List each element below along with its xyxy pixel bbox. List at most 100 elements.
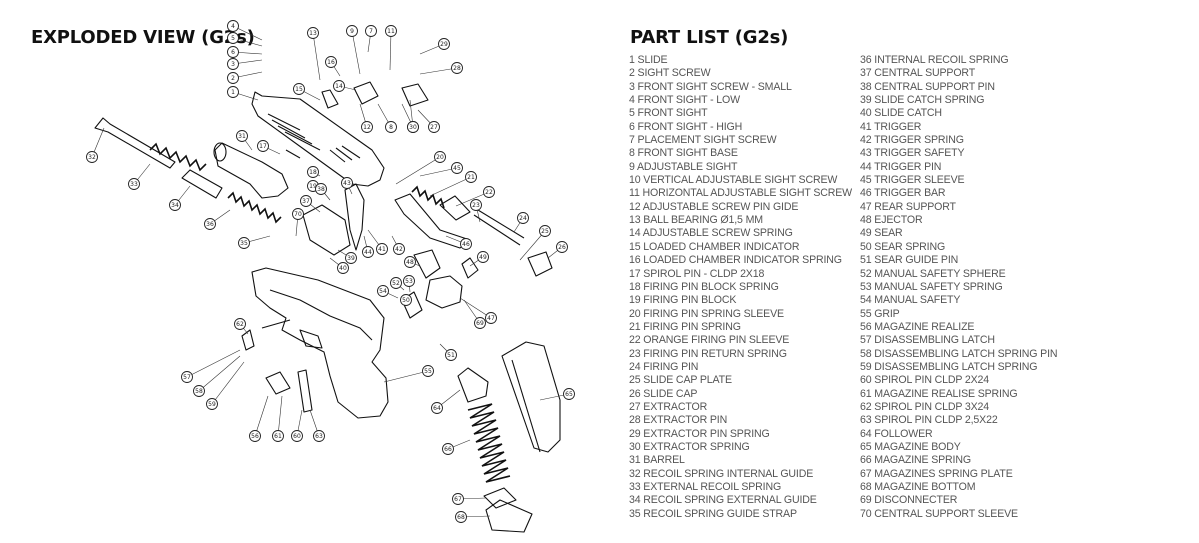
callout-number: 18 bbox=[309, 169, 317, 176]
callout-22: 22 bbox=[483, 186, 495, 198]
part-list-item: 45 TRIGGER SLEEVE bbox=[860, 174, 965, 187]
callout-circle bbox=[341, 177, 353, 189]
callout-number: 16 bbox=[327, 59, 335, 66]
callout-circle bbox=[292, 208, 304, 220]
callout-number: 40 bbox=[339, 265, 347, 272]
part-list-item: 12 ADJUSTABLE SCREW PIN GIDE bbox=[629, 200, 799, 213]
part-list-item: 59 DISASSEMBLING LATCH SPRING bbox=[860, 360, 1038, 373]
callout-circle bbox=[385, 121, 397, 133]
callout-circle bbox=[556, 241, 568, 253]
part-list-item: 22 ORANGE FIRING PIN SLEEVE bbox=[629, 334, 790, 347]
callout-number: 7 bbox=[369, 28, 373, 35]
part-list-item: 30 EXTRACTOR SPRING bbox=[629, 440, 750, 453]
part-list-item: 62 SPIROL PIN CLDP 3X24 bbox=[860, 400, 990, 413]
callout-circle bbox=[206, 398, 218, 410]
callout-circle bbox=[431, 402, 443, 414]
callout-circle bbox=[257, 140, 269, 152]
callout-circle bbox=[477, 251, 489, 263]
callout-number: 49 bbox=[479, 254, 487, 261]
magazine-body bbox=[501, 341, 561, 453]
callout-circle bbox=[238, 237, 250, 249]
callout-57: 57 bbox=[181, 371, 193, 383]
part-list-item: 25 SLIDE CAP PLATE bbox=[629, 374, 732, 387]
callout-leader-line bbox=[519, 230, 546, 261]
part-list-item: 51 SEAR GUIDE PIN bbox=[860, 254, 959, 267]
callout-25: 25 bbox=[539, 225, 551, 237]
recoil-spring-guide bbox=[181, 169, 223, 199]
callout-63: 63 bbox=[313, 430, 325, 442]
callout-number: 48 bbox=[406, 259, 414, 266]
callout-6: 6 bbox=[227, 46, 239, 58]
callout-number: 24 bbox=[519, 215, 527, 222]
callout-68: 68 bbox=[455, 511, 467, 523]
callout-leader-line bbox=[455, 191, 490, 207]
callout-circle bbox=[249, 430, 261, 442]
part-list-item: 5 FRONT SIGHT bbox=[629, 107, 708, 120]
callout-number: 42 bbox=[395, 246, 403, 253]
part-list-item: 57 DISASSEMBLING LATCH bbox=[860, 334, 995, 347]
callout-number: 53 bbox=[405, 278, 413, 285]
callout-number: 68 bbox=[457, 514, 465, 521]
follower bbox=[457, 367, 489, 403]
callout-67: 67 bbox=[452, 493, 464, 505]
callout-number: 27 bbox=[430, 124, 438, 131]
callout-leader-line bbox=[429, 176, 472, 197]
callout-leader-line bbox=[419, 167, 458, 177]
callout-number: 66 bbox=[444, 446, 452, 453]
part-list-item: 19 FIRING PIN BLOCK bbox=[629, 294, 737, 307]
part-list-item: 21 FIRING PIN SPRING bbox=[629, 320, 741, 333]
part-list-item: 61 MAGAZINE REALISE SPRING bbox=[860, 387, 1018, 400]
callout-circle bbox=[460, 238, 472, 250]
central-support bbox=[302, 204, 351, 256]
callout-circle bbox=[465, 171, 477, 183]
callout-number: 25 bbox=[541, 228, 549, 235]
callout-number: 8 bbox=[389, 124, 393, 131]
callout-circle bbox=[452, 493, 464, 505]
part-list-item: 35 RECOIL SPRING GUIDE STRAP bbox=[629, 507, 797, 520]
part-list-item: 36 INTERNAL RECOIL SPRING bbox=[860, 54, 1009, 66]
callout-64: 64 bbox=[431, 402, 443, 414]
callout-number: 41 bbox=[378, 246, 386, 253]
callout-24: 24 bbox=[517, 212, 529, 224]
callout-number: 62 bbox=[236, 321, 244, 328]
callout-38: 38 bbox=[315, 183, 327, 195]
callout-circle bbox=[86, 151, 98, 163]
callout-circle bbox=[236, 130, 248, 142]
callout-circle bbox=[393, 243, 405, 255]
callout-circle bbox=[474, 317, 486, 329]
callout-circle bbox=[204, 218, 216, 230]
callout-51: 51 bbox=[445, 349, 457, 361]
frame-drawing bbox=[251, 267, 389, 419]
callout-number: 65 bbox=[565, 391, 573, 398]
callout-number: 43 bbox=[343, 180, 351, 187]
callout-circle bbox=[234, 318, 246, 330]
callout-58: 58 bbox=[193, 385, 205, 397]
part-list-item: 9 ADJUSTABLE SIGHT bbox=[629, 160, 738, 173]
callout-circle bbox=[404, 256, 416, 268]
callout-9: 9 bbox=[346, 25, 358, 37]
callout-4: 4 bbox=[227, 20, 239, 32]
callout-number: 58 bbox=[195, 388, 203, 395]
callout-8: 8 bbox=[385, 121, 397, 133]
part-list-item: 44 TRIGGER PIN bbox=[860, 160, 942, 173]
callout-leader-line bbox=[419, 67, 458, 75]
callout-circle bbox=[434, 151, 446, 163]
callout-circle bbox=[325, 56, 337, 68]
callout-circle bbox=[451, 62, 463, 74]
callout-number: 5 bbox=[231, 35, 235, 42]
callout-44: 44 bbox=[362, 246, 374, 258]
callout-number: 21 bbox=[467, 174, 475, 181]
callout-number: 11 bbox=[387, 28, 395, 35]
callout-30: 30 bbox=[407, 121, 419, 133]
part-list-item: 15 LOADED CHAMBER INDICATOR bbox=[629, 240, 800, 253]
callout-number: 37 bbox=[302, 198, 310, 205]
callout-number: 39 bbox=[347, 255, 355, 262]
callout-number: 35 bbox=[240, 240, 248, 247]
part-list-item: 20 FIRING PIN SPRING SLEEVE bbox=[629, 307, 784, 320]
callout-47: 47 bbox=[485, 312, 497, 324]
part-list-item: 47 REAR SUPPORT bbox=[860, 200, 956, 213]
callout-7: 7 bbox=[365, 25, 377, 37]
callout-circle bbox=[442, 443, 454, 455]
callout-21: 21 bbox=[465, 171, 477, 183]
callout-27: 27 bbox=[428, 121, 440, 133]
